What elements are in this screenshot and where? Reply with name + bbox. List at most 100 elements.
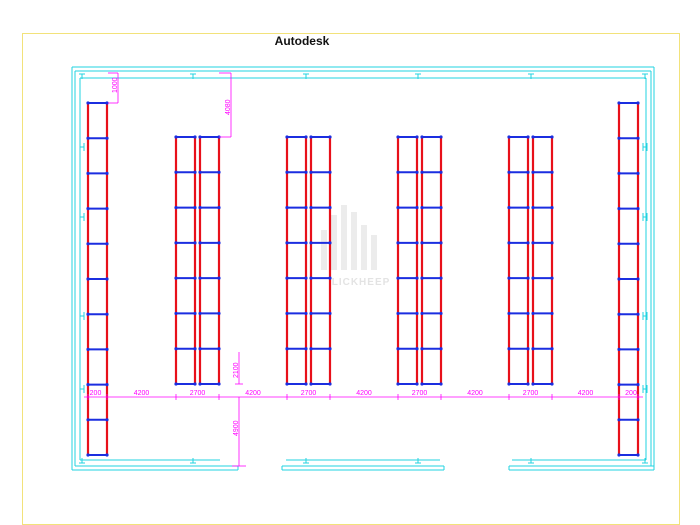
beam-node [174, 347, 178, 351]
beam-node [105, 101, 109, 105]
beam-node [105, 383, 109, 387]
dim-inner-small: 2100 [233, 362, 240, 378]
beam-node [526, 241, 530, 245]
beam-node [420, 276, 424, 280]
beam-node [105, 277, 109, 281]
beam-node [86, 171, 90, 175]
beam-node [526, 135, 530, 139]
beam-node [86, 207, 90, 211]
beam-node [420, 311, 424, 316]
beam-node [105, 312, 109, 316]
rack-bay [507, 135, 530, 386]
beam-node [198, 347, 202, 351]
beam-node [636, 312, 640, 316]
dim-bottom-aisle: 4900 [233, 420, 240, 436]
beam-node [304, 276, 308, 280]
rack-bay [531, 135, 554, 386]
drawing-title: Autodesk [274, 34, 330, 48]
beam-node [105, 347, 109, 351]
beam-node [86, 101, 90, 105]
beam-node [174, 205, 178, 210]
beam-node [526, 276, 530, 280]
beam-node [105, 453, 109, 457]
beam-node [415, 311, 419, 316]
beam-node [507, 205, 511, 210]
beam-node [304, 347, 308, 351]
dim-label: 4200 [356, 390, 372, 397]
beam-node [193, 241, 197, 245]
beam-node [550, 382, 554, 386]
beam-node [174, 311, 178, 316]
beam-node [415, 347, 419, 351]
beam-node [304, 311, 308, 316]
beam-node [531, 241, 535, 245]
beam-node [328, 135, 332, 139]
beam-node [198, 382, 202, 386]
beam-node [396, 382, 400, 386]
beam-node [617, 171, 621, 175]
beam-node [507, 311, 511, 316]
beam-node [507, 241, 511, 245]
beam-node [396, 135, 400, 139]
beam-node [285, 382, 289, 386]
beam-node [396, 241, 400, 245]
beam-node [217, 382, 221, 386]
beam-node [193, 347, 197, 351]
beam-node [328, 170, 332, 174]
beam-node [174, 382, 178, 386]
beam-node [105, 418, 109, 422]
beam-node [304, 205, 308, 210]
dim-label: 2700 [523, 390, 539, 397]
rack-bay [285, 135, 308, 386]
dim-label: 4200 [467, 390, 483, 397]
beam-node [636, 101, 640, 105]
beam-node [531, 311, 535, 316]
rack-bay [198, 135, 221, 386]
beam-node [507, 135, 511, 139]
beam-node [285, 241, 289, 245]
beam-node [420, 170, 424, 174]
beam-node [328, 347, 332, 351]
beam-node [617, 347, 621, 351]
beam-node [86, 312, 90, 316]
beam-node [550, 276, 554, 280]
beam-node [636, 347, 640, 351]
beam-node [415, 170, 419, 174]
beam-node [439, 311, 443, 316]
beam-node [105, 171, 109, 175]
rack-bay [396, 135, 419, 386]
beam-node [217, 347, 221, 351]
beam-node [617, 136, 621, 140]
beam-node [285, 311, 289, 316]
beam-node [193, 276, 197, 280]
beam-node [396, 170, 400, 174]
rack-bay [309, 135, 332, 386]
beam-node [304, 170, 308, 174]
beam-node [86, 136, 90, 140]
watermark: LICKHEEP [321, 205, 391, 288]
beam-node [217, 311, 221, 316]
beam-node [550, 135, 554, 139]
beam-node [328, 311, 332, 316]
beam-node [86, 383, 90, 387]
beam-node [174, 241, 178, 245]
watermark-text: LICKHEEP [332, 277, 391, 288]
beam-node [550, 241, 554, 245]
beam-node [439, 170, 443, 174]
beam-node [507, 382, 511, 386]
beam-node [396, 205, 400, 210]
beam-node [526, 311, 530, 316]
beam-node [636, 171, 640, 175]
beam-node [86, 418, 90, 422]
rack-bay [86, 101, 109, 457]
dim-label: 2700 [301, 390, 317, 397]
dim-top-aisle: 4080 [225, 99, 232, 115]
beam-node [526, 205, 530, 210]
beam-node [617, 312, 621, 316]
beam-node [526, 382, 530, 386]
beam-node [550, 311, 554, 316]
beam-node [439, 347, 443, 351]
beam-node [174, 135, 178, 139]
beam-node [285, 276, 289, 280]
